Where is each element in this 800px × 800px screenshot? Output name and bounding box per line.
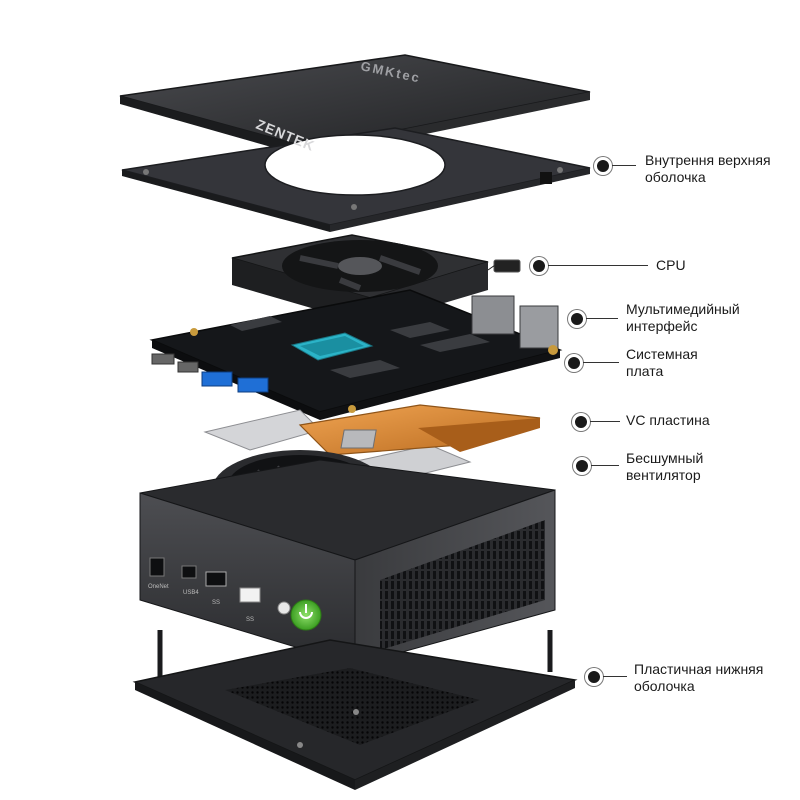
label-top-shell: Внутрення верхняя оболочка — [645, 152, 771, 185]
callout-marker-cpu — [530, 257, 548, 275]
usb-a-port — [201, 371, 233, 387]
audio-jack — [277, 601, 291, 615]
leader-line — [591, 465, 619, 466]
power-button-icon — [290, 599, 322, 631]
rear-ethernet-ports — [471, 295, 515, 335]
port-label-ss: SS — [212, 600, 220, 606]
callout-marker-multimedia — [568, 310, 586, 328]
leader-line — [548, 265, 648, 266]
inner-top-shell: ZENTEK — [121, 116, 591, 232]
leader-line — [603, 676, 627, 677]
label-bottom-shell: Пластичная нижняя оболочка — [634, 661, 764, 694]
rear-io-ports — [519, 305, 559, 349]
callout-marker-fan — [573, 457, 591, 475]
chassis: OneNet USB4 SS SS — [139, 459, 556, 666]
vapor-chamber-plate — [203, 404, 541, 481]
port-label-onenet: OneNet — [148, 584, 169, 590]
callout-marker-top-shell — [594, 157, 612, 175]
callout-marker-vc-plate — [572, 413, 590, 431]
leader-line — [583, 362, 619, 363]
mainboard — [149, 289, 563, 420]
bottom-shell — [132, 630, 578, 790]
callout-marker-bottom-shell — [585, 668, 603, 686]
label-fan: Бесшумный вентилятор — [626, 450, 704, 483]
label-cpu: CPU — [656, 257, 686, 273]
label-vc-plate: VC пластина — [626, 412, 710, 428]
callout-marker-mainboard — [565, 354, 583, 372]
usb-a-port — [237, 377, 269, 393]
leader-line — [612, 165, 636, 166]
port-label-ss: SS — [246, 617, 254, 623]
label-multimedia: Мультимедийный интерфейс — [626, 301, 740, 334]
label-mainboard: Системная плата — [626, 346, 698, 379]
leader-line — [590, 421, 620, 422]
leader-line — [586, 318, 618, 319]
port-label-usb4: USB4 — [183, 590, 199, 596]
